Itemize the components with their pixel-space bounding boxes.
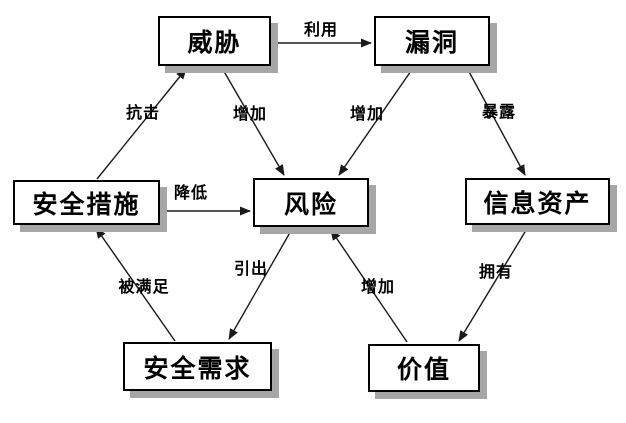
edge-satisfied-label: 被满足 — [118, 277, 170, 296]
node-value: 价值 — [368, 344, 480, 392]
edge-value-increase-arrow — [330, 229, 408, 343]
edge-vuln-increase-arrow — [338, 67, 414, 176]
edge-exploit-label: 利用 — [303, 20, 339, 39]
node-information-asset-label: 信息资产 — [483, 188, 592, 218]
edge-expose-label: 暴露 — [481, 102, 517, 121]
node-security-measures: 安全措施 — [13, 180, 160, 225]
node-vulnerability-label: 漏洞 — [404, 28, 459, 57]
edge-resist-label: 抗击 — [125, 103, 161, 122]
edge-value-increase-label: 增加 — [360, 277, 396, 296]
edge-vuln-increase-label: 增加 — [349, 104, 385, 123]
node-security-measures-label: 安全措施 — [32, 189, 141, 219]
node-security-requirement-label: 安全需求 — [143, 353, 252, 383]
edge-threat-increase-arrow — [221, 67, 285, 176]
edge-own-arrow — [458, 226, 529, 342]
edge-threat-increase-label: 增加 — [232, 104, 268, 123]
node-vulnerability: 漏洞 — [374, 16, 490, 66]
edge-lead-to-arrow — [228, 228, 293, 340]
node-risk-label: 风险 — [283, 189, 338, 219]
node-threat: 威胁 — [158, 16, 271, 66]
node-security-requirement: 安全需求 — [123, 342, 272, 391]
edge-expose-arrow — [466, 67, 526, 176]
node-risk: 风险 — [253, 178, 369, 227]
node-information-asset: 信息资产 — [465, 178, 610, 225]
edge-own-label: 拥有 — [478, 262, 514, 281]
edge-resist-arrow — [96, 68, 187, 180]
edge-satisfied-arrow — [95, 227, 176, 342]
edge-lead-to-label: 引出 — [233, 259, 269, 278]
node-value-label: 价值 — [396, 355, 451, 384]
edge-reduce-label: 降低 — [173, 183, 209, 202]
node-threat-label: 威胁 — [187, 28, 242, 57]
